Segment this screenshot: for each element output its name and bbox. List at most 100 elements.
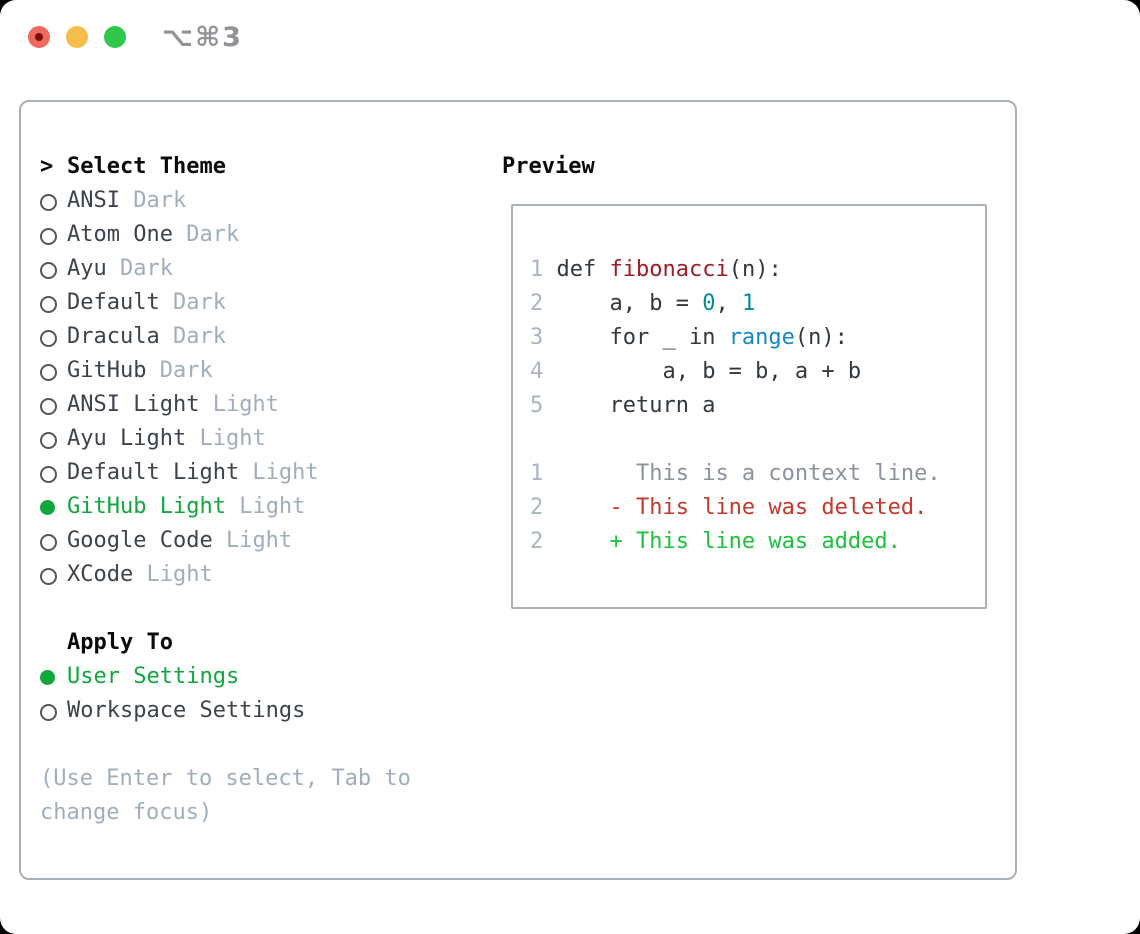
theme-option-variant: Dark xyxy=(172,222,240,247)
theme-option[interactable]: GitHub Dark xyxy=(40,354,411,388)
zoom-button[interactable] xyxy=(104,26,126,48)
theme-option-variant: Dark xyxy=(146,358,213,383)
apply-option-name: Workspace Settings xyxy=(67,698,306,723)
line-number: 2 xyxy=(530,495,557,520)
theme-option-name: XCode xyxy=(67,562,134,587)
preview-header: Preview xyxy=(502,154,595,179)
code-token: return a xyxy=(556,393,716,418)
code-token: (n): xyxy=(794,325,848,350)
line-number: 4 xyxy=(530,359,557,384)
code-token: (n): xyxy=(728,257,782,282)
apply-option-name: User Settings xyxy=(67,664,240,689)
theme-option[interactable]: Ayu Dark xyxy=(40,252,411,286)
line-number: 1 xyxy=(530,461,557,486)
apply-to-indent xyxy=(40,626,67,660)
theme-option[interactable]: Atom One Dark xyxy=(40,218,411,252)
diff-line-context: 1 This is a context line. xyxy=(530,457,985,491)
close-dot-icon xyxy=(35,33,43,41)
diff-line-added: 2 + This line was added. xyxy=(530,525,985,559)
theme-option-name: Atom One xyxy=(67,222,173,247)
theme-option[interactable]: Google Code Light xyxy=(40,524,411,558)
theme-option[interactable]: Dracula Dark xyxy=(40,320,411,354)
apply-to-title: Apply To xyxy=(67,630,173,655)
radio-icon xyxy=(40,568,57,585)
radio-icon xyxy=(40,194,57,211)
theme-option-name: ANSI Light xyxy=(67,392,200,417)
theme-option[interactable]: XCode Light xyxy=(40,558,411,592)
spacer xyxy=(40,728,411,762)
radio-icon xyxy=(40,330,57,347)
theme-option-name: Google Code xyxy=(67,528,213,553)
theme-option-name: ANSI xyxy=(67,188,120,213)
radio-icon xyxy=(40,432,57,449)
select-theme-title: Select Theme xyxy=(67,154,226,179)
code-token: 0 xyxy=(702,291,716,316)
hint-line-1: (Use Enter to select, Tab to xyxy=(40,766,411,791)
radio-icon xyxy=(40,704,57,721)
radio-selected-icon xyxy=(40,670,55,685)
code-token: , xyxy=(715,291,742,316)
minimize-button[interactable] xyxy=(66,26,88,48)
close-button[interactable] xyxy=(28,26,50,48)
theme-option-variant: Light xyxy=(186,426,266,451)
radio-icon xyxy=(40,364,57,381)
theme-option-variant: Dark xyxy=(159,290,226,315)
apply-option[interactable]: User Settings xyxy=(40,660,411,694)
theme-option-variant: Light xyxy=(133,562,213,587)
radio-icon xyxy=(40,398,57,415)
radio-selected-icon xyxy=(40,500,55,515)
theme-option[interactable]: Ayu Light Light xyxy=(40,422,411,456)
radio-icon xyxy=(40,534,57,551)
spacer xyxy=(40,592,411,626)
theme-option-name: GitHub xyxy=(67,358,147,383)
theme-option[interactable]: Default Dark xyxy=(40,286,411,320)
line-number: 3 xyxy=(530,325,557,350)
theme-option-name: Ayu xyxy=(67,256,107,281)
theme-option[interactable]: GitHub Light Light xyxy=(40,490,411,524)
apply-option[interactable]: Workspace Settings xyxy=(40,694,411,728)
theme-option-name: Default xyxy=(67,290,160,315)
theme-option-variant: Light xyxy=(212,528,293,553)
code-token: a, b = b, a + b xyxy=(556,359,862,384)
radio-icon xyxy=(40,262,57,279)
code-line: 4 a, b = b, a + b xyxy=(530,355,985,389)
titlebar: ⌥⌘3 xyxy=(0,0,1140,80)
theme-option-variant: Light xyxy=(199,392,279,417)
code-line: 2 a, b = 0, 1 xyxy=(530,287,985,321)
code-token: range xyxy=(728,325,795,350)
theme-option[interactable]: ANSI Light Light xyxy=(40,388,411,422)
theme-option-name: GitHub Light xyxy=(67,494,226,519)
selection-caret: > xyxy=(40,154,54,179)
line-number: 1 xyxy=(530,257,557,282)
code-token: fibonacci xyxy=(609,257,729,282)
code-token: for _ in xyxy=(556,325,729,350)
line-number: 2 xyxy=(530,291,557,316)
theme-option[interactable]: ANSI Dark xyxy=(40,184,411,218)
select-theme-header: > Select Theme xyxy=(40,150,411,184)
hint-text: (Use Enter to select, Tab to change focu… xyxy=(40,762,411,830)
blank-line xyxy=(530,423,985,457)
theme-option-name: Dracula xyxy=(67,324,160,349)
theme-option-variant: Dark xyxy=(159,324,226,349)
code-token: def xyxy=(556,257,610,282)
theme-option-variant: Dark xyxy=(119,188,187,213)
line-number: 5 xyxy=(530,393,557,418)
theme-option-variant: Dark xyxy=(106,256,173,281)
radio-icon xyxy=(40,466,57,483)
hint-line-2: change focus) xyxy=(40,800,213,825)
radio-icon xyxy=(40,228,57,245)
code-line: 1 def fibonacci(n): xyxy=(530,253,985,287)
theme-option-name: Default Light xyxy=(67,460,240,485)
line-number: 2 xyxy=(530,529,557,554)
window-title-shortcut: ⌥⌘3 xyxy=(162,22,243,53)
diff-line-deleted: 2 - This line was deleted. xyxy=(530,491,985,525)
diff-text: - This line was deleted. xyxy=(556,495,928,520)
theme-option[interactable]: Default Light Light xyxy=(40,456,411,490)
